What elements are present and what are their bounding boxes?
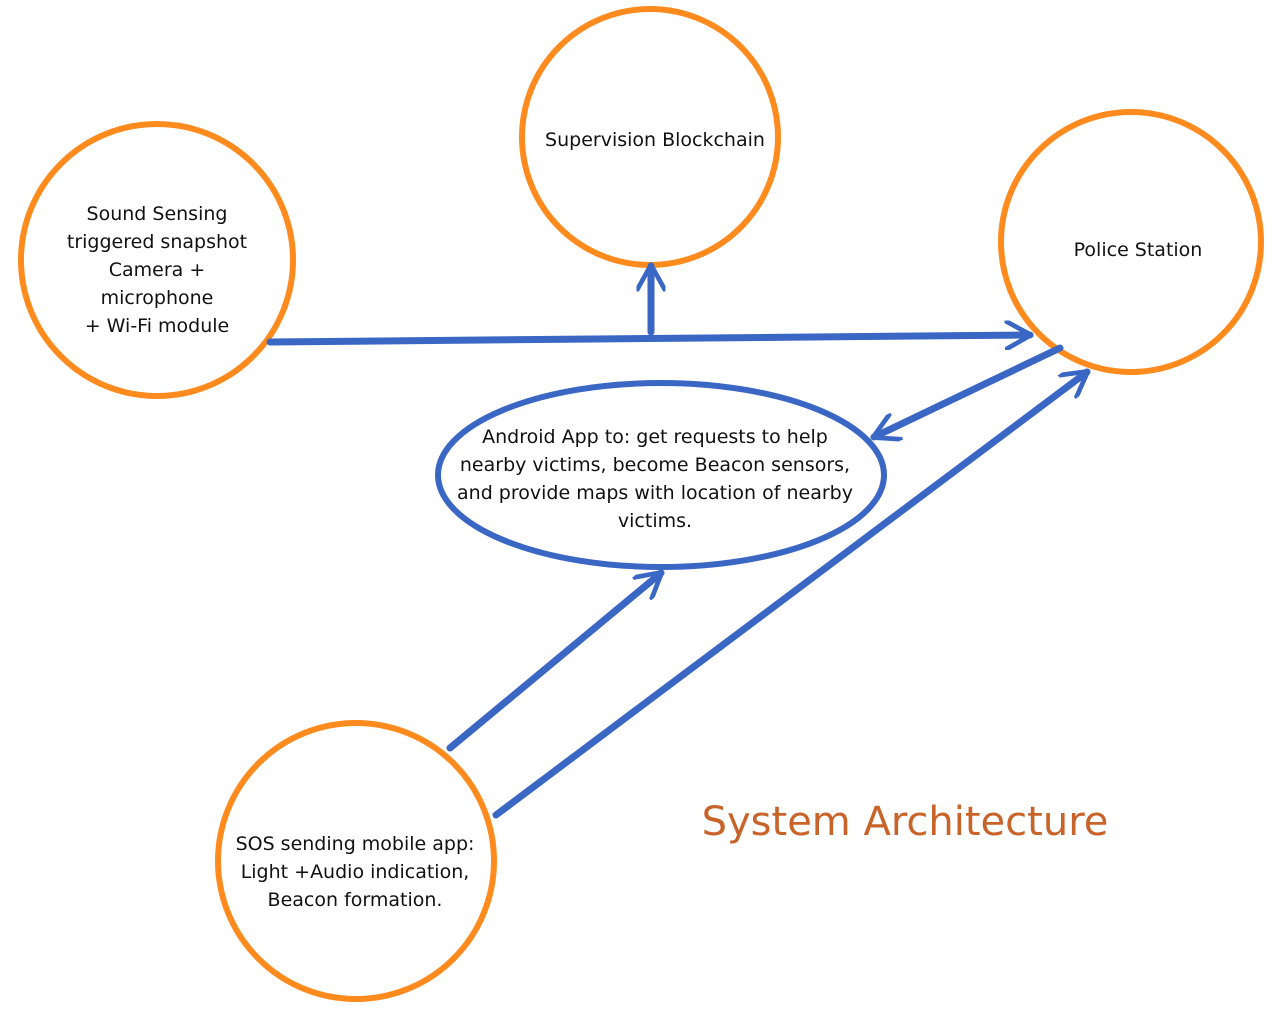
edge-sos-to-android <box>446 569 665 752</box>
supervision-blockchain-label: Supervision Blockchain <box>545 129 765 151</box>
sos-app-label: SOS sending mobile app: Light +Audio ind… <box>235 833 475 911</box>
sound-sensing-node <box>18 121 296 399</box>
edge-sos-to-police <box>492 368 1091 819</box>
sos-app-node <box>215 720 497 1002</box>
police-station-node <box>998 109 1264 375</box>
sound-sensing-label: Sound Sensing triggered snapshot Camera … <box>66 203 248 337</box>
android-app-label: Android App to: get requests to help nea… <box>457 426 853 532</box>
edge-police-to-android <box>870 344 1064 437</box>
android-app-node <box>435 380 887 570</box>
diagram-title: System Architecture <box>701 799 1109 845</box>
edge-sound-to-police <box>266 335 1030 342</box>
police-station-label: Police Station <box>1073 239 1203 261</box>
